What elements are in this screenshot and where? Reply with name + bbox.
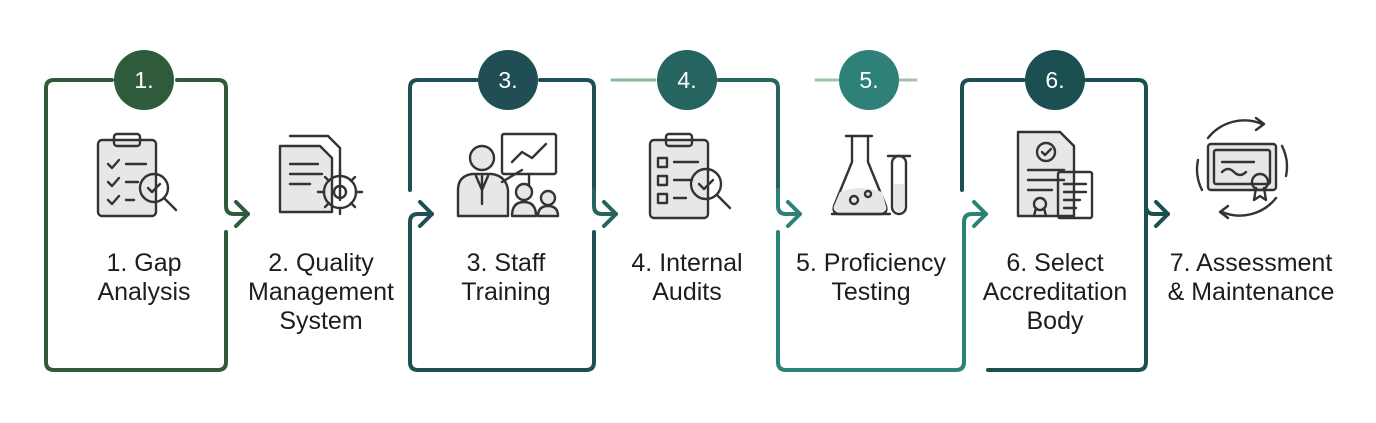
step-6-label: 6. Select Accreditation Body (982, 249, 1128, 335)
step-5-badge: 5. (839, 50, 899, 110)
step-6-frame (960, 78, 1148, 372)
step-3-badge-circle (478, 50, 538, 110)
step-6-badge-circle (1025, 50, 1085, 110)
step-2-label: 2. Quality Management System (248, 249, 394, 335)
step-1-badge-circle (114, 50, 174, 110)
checklist-magnifier-icon (648, 132, 732, 220)
certificate-cycle-icon (1195, 116, 1289, 220)
step-4-badge-circle (657, 50, 717, 110)
step-5-frame (776, 78, 966, 372)
step-6-badge: 6. (1025, 50, 1085, 110)
step-3-label: 3. Staff Training (461, 249, 551, 306)
step-5-label: 5. Proficiency Testing (795, 249, 947, 306)
trainer-presentation-icon (456, 132, 560, 218)
step-4-frame (610, 78, 780, 192)
connector-arrow-5 (962, 200, 988, 234)
step-1-badge: 1. (114, 50, 174, 110)
clipboard-magnifier-icon (96, 132, 178, 218)
step-1-number: 1. (134, 67, 153, 93)
step-5-badge-circle (839, 50, 899, 110)
lab-flask-icon (830, 134, 912, 216)
step-3-number: 3. (498, 67, 517, 93)
step-1-frame (44, 78, 228, 372)
step-5-number: 5. (859, 67, 878, 93)
connector-arrow-6 (1144, 188, 1170, 228)
step-1-label: 1. Gap Analysis (97, 249, 191, 306)
step-7-label: 7. Assessment & Maintenance (1167, 249, 1335, 306)
certificate-documents-icon (1016, 130, 1094, 220)
step-4-badge: 4. (657, 50, 717, 110)
connector-arrow-1 (224, 188, 250, 228)
step-4-number: 4. (677, 67, 696, 93)
connector-arrow-2 (408, 200, 434, 234)
step-4-label: 4. Internal Audits (631, 249, 743, 306)
connector-arrow-3 (592, 188, 618, 228)
step-6-number: 6. (1045, 67, 1064, 93)
document-gear-icon (278, 134, 364, 216)
connector-arrow-4 (776, 188, 802, 228)
step-3-frame (408, 78, 596, 372)
step-3-badge: 3. (478, 50, 538, 110)
